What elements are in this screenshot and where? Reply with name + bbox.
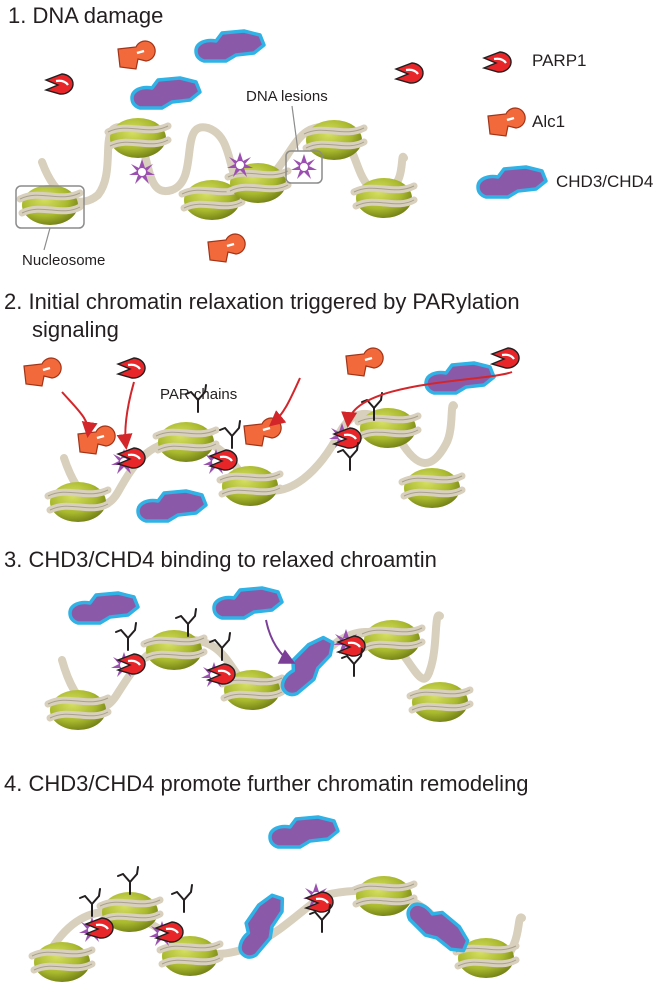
chd3-chd4-icon <box>130 76 202 110</box>
arrow <box>341 371 513 428</box>
parp1-icon <box>44 72 75 96</box>
panel-2-initial-relaxation <box>22 346 521 523</box>
alc1-icon <box>76 424 117 456</box>
arrow <box>265 619 296 664</box>
par-chain-icon <box>219 420 241 449</box>
lesion-callout-box <box>285 150 323 184</box>
par-chain-icon <box>115 622 137 651</box>
panel-3-chd-binding <box>48 586 470 730</box>
nucleosome-icon <box>362 620 422 660</box>
chd3-chd4-icon <box>136 489 208 523</box>
dna-lesions-label: DNA lesions <box>246 88 328 105</box>
chd3-chd4-icon <box>68 591 140 625</box>
legend-alc1-icon <box>486 106 527 138</box>
legend-parp1-label: PARP1 <box>532 51 587 70</box>
nucleosome-icon <box>20 185 80 225</box>
legend-chd3-chd4-icon <box>476 165 548 199</box>
panel-2-title-line-2: signaling <box>32 317 119 342</box>
chd3-chd4-icon <box>269 630 345 701</box>
arrow <box>268 377 301 427</box>
panel-1-title: 1. DNA damage <box>8 3 164 28</box>
par-chains-label: PAR chains <box>160 386 238 403</box>
panel-3-title: 3. CHD3/CHD4 binding to relaxed chroamti… <box>4 547 437 572</box>
nucleosome-icon <box>32 942 92 982</box>
panel-4-further-remodeling <box>32 815 526 982</box>
arrow <box>116 381 135 450</box>
alc1-icon <box>242 416 283 448</box>
dna-lesion-icon <box>291 154 317 179</box>
nucleosome-icon <box>402 468 462 508</box>
panel-2-title-line-1: 2. Initial chromatin relaxation triggere… <box>4 289 520 314</box>
nucleosome-icon <box>220 466 280 506</box>
chd3-chd4-icon <box>194 29 266 63</box>
chd3-chd4-icon <box>402 890 476 964</box>
legend-chd3-chd4-label: CHD3/CHD4 <box>556 172 654 191</box>
chd3-chd4-icon <box>268 815 340 849</box>
dna-strand <box>38 123 408 206</box>
chd3-chd4-icon <box>212 586 284 620</box>
arrow <box>61 391 98 438</box>
panel-4-title: 4. CHD3/CHD4 promote further chromatin r… <box>4 771 529 796</box>
nucleosome-icon <box>410 682 470 722</box>
nucleosome-icon <box>354 876 414 916</box>
par-chain-icon <box>171 884 193 913</box>
alc1-icon <box>22 356 63 388</box>
par-chain-icon <box>117 866 139 895</box>
parp1-icon <box>116 356 147 380</box>
parp1-icon <box>490 346 521 370</box>
legend-parp1-icon <box>482 50 513 74</box>
alc1-icon <box>344 346 385 378</box>
nucleosome-label: Nucleosome <box>22 252 106 269</box>
parp1-icon <box>394 61 425 85</box>
alc1-icon <box>206 232 247 264</box>
alc1-icon <box>116 39 157 71</box>
panel-1-dna-damage <box>15 29 425 264</box>
nucleosome-icon <box>48 690 108 730</box>
nucleosome-icon <box>144 630 204 670</box>
nucleosome-icon <box>48 482 108 522</box>
legend-alc1-label: Alc1 <box>532 112 566 131</box>
